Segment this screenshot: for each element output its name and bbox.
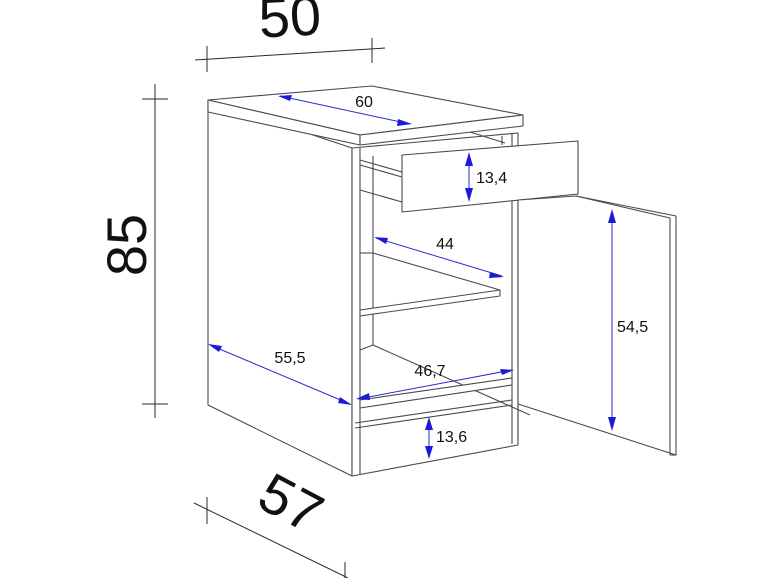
depth-label: 57 — [249, 460, 334, 545]
inner-width-label: 46,7 — [414, 363, 445, 380]
shelf-depth-label: 44 — [436, 236, 454, 253]
width-label: 50 — [257, 0, 323, 50]
height-label: 85 — [95, 214, 158, 276]
side-depth-label: 55,5 — [274, 350, 305, 367]
plinth-height-label: 13,6 — [436, 429, 467, 446]
drawer-front — [401, 140, 579, 213]
bottom-panel-edge — [359, 377, 513, 409]
side-depth-dimension: 55,5 — [208, 344, 352, 405]
drawer-height-label: 13,4 — [476, 170, 507, 187]
dimension-width: 50 — [194, 0, 386, 72]
worktop-depth-label: 60 — [355, 94, 373, 111]
open-door: 54,5 — [517, 195, 677, 456]
shelf-front-edge — [359, 289, 501, 317]
worktop-front-edge — [359, 114, 524, 146]
shelf: 44 — [359, 236, 531, 416]
door-height-label: 54,5 — [617, 319, 648, 336]
door-panel — [517, 195, 677, 456]
worktop: 60 — [207, 85, 524, 146]
dimension-depth: 57 — [193, 460, 349, 578]
bottom-plinth: 46,7 13,6 — [354, 363, 519, 459]
drawer: 13,4 — [401, 131, 579, 213]
dimension-height: 85 — [95, 84, 168, 418]
side-panel — [207, 99, 353, 477]
